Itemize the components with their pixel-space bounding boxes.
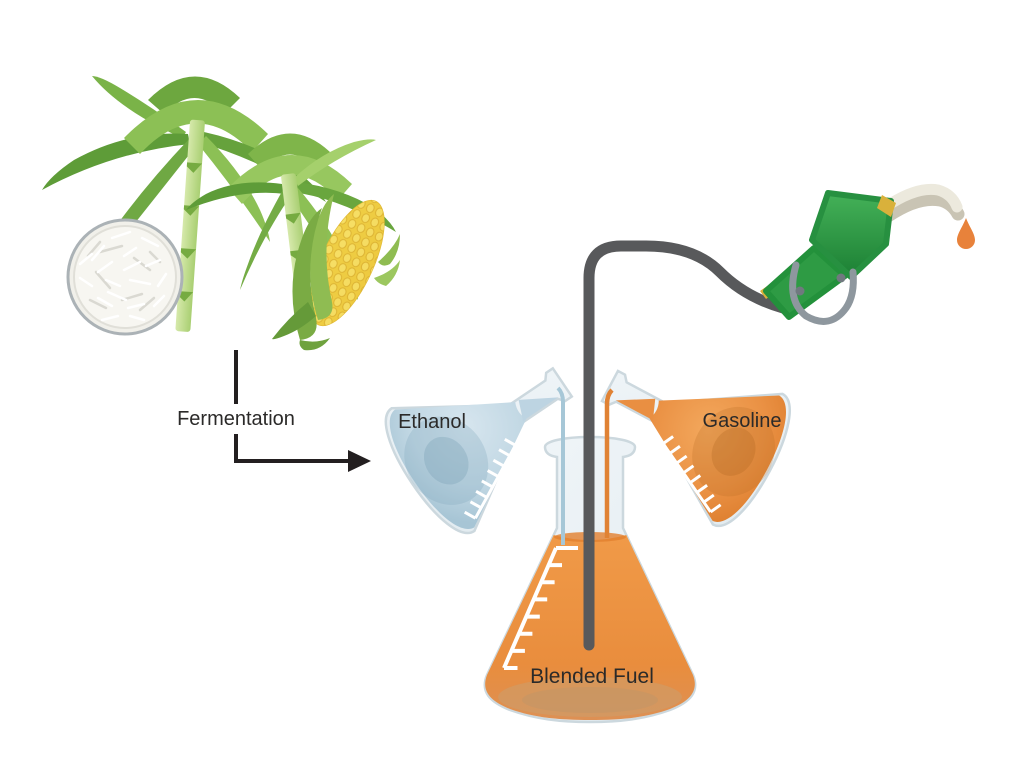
grain-texture: [78, 230, 168, 322]
fermentation-arrow: [234, 350, 371, 472]
spout-band: [877, 195, 896, 217]
arrow-line-bottom: [234, 434, 350, 463]
gasoline-liquid: [649, 395, 786, 522]
graduation-marks: [463, 437, 517, 520]
fuel-nozzle-icon: [760, 183, 965, 325]
gasoline-stream: [604, 388, 614, 538]
nozzle-screw: [795, 286, 805, 296]
liquid-shading: [711, 427, 756, 476]
graduation-marks: [502, 546, 578, 670]
ethanol-stream: [556, 386, 565, 545]
trigger-guard: [789, 261, 857, 325]
grain-dish-icon: [66, 218, 184, 336]
fuel-drop-icon: [957, 218, 975, 249]
ethanol-label: Ethanol: [398, 411, 466, 433]
ethanol-flask: [384, 366, 574, 535]
gasoline-label: Gasoline: [703, 410, 782, 432]
liquid-shading: [498, 677, 682, 717]
graduation-marks: [661, 435, 722, 514]
fuel-hose: [583, 240, 789, 651]
fermentation-label: Fermentation: [177, 408, 295, 430]
blended-fuel-label: Blended Fuel: [530, 665, 654, 688]
ethanol-liquid: [518, 397, 558, 421]
liquid-shading: [423, 436, 469, 485]
liquid-shading: [692, 406, 775, 497]
ethanol-liquid: [389, 402, 527, 529]
liquid-shading: [522, 687, 658, 713]
nozzle-spout: [878, 183, 963, 214]
arrowhead-icon: [348, 450, 371, 472]
corn-icon: [272, 194, 400, 351]
nozzle-grip: [763, 245, 848, 320]
nozzle-screw: [836, 273, 846, 283]
liquid-shading: [404, 416, 489, 505]
gasoline-liquid: [615, 398, 656, 421]
gasoline-flask: [600, 369, 791, 528]
